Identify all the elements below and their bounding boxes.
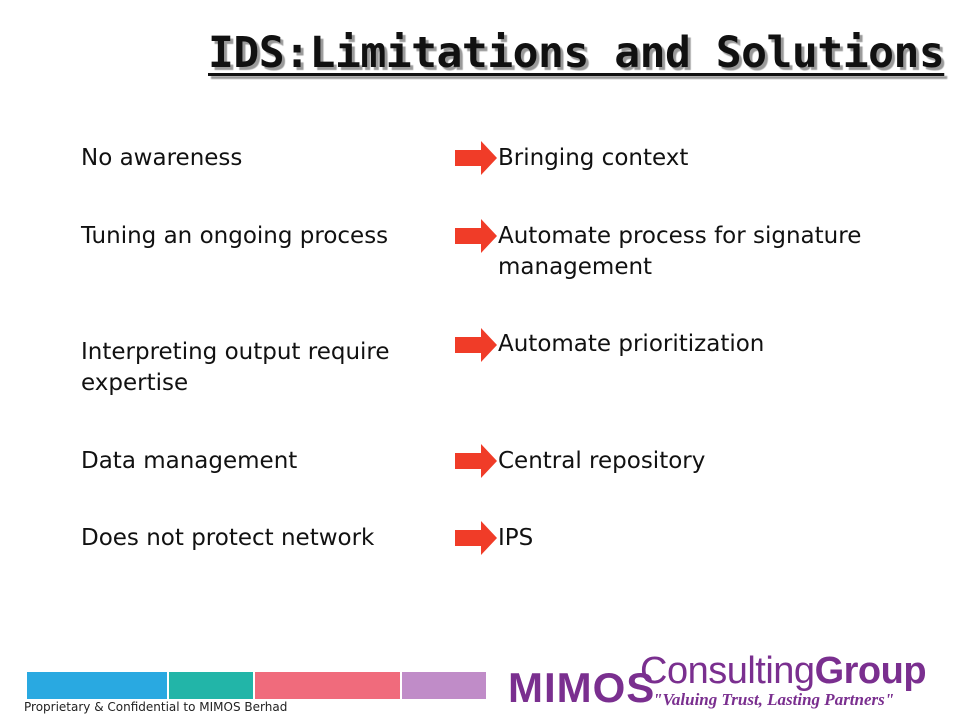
solution-text: IPS — [498, 525, 534, 551]
limitation-text: Does not protect network — [81, 525, 375, 551]
mimos-logo: MIMOS — [508, 664, 656, 711]
confidential-notice: Proprietary & Confidential to MIMOS Berh… — [24, 700, 288, 714]
logo-consulting-text: Consulting — [640, 650, 815, 692]
footer-bar-pink — [255, 672, 400, 699]
right-arrow-icon — [455, 219, 497, 253]
logo-group-text: Group — [814, 650, 927, 692]
logo-tagline: "Valuing Trust, Lasting Partners" — [653, 690, 895, 709]
consulting-group-logo: ConsultingGroup — [640, 650, 927, 693]
right-arrow-icon — [455, 141, 497, 175]
right-arrow-icon — [455, 444, 497, 478]
right-arrow-icon — [455, 328, 497, 362]
limitation-text: No awareness — [81, 145, 243, 171]
slide-title: IDS:Limitations and Solutions — [208, 28, 945, 78]
footer-bar-purple — [402, 672, 486, 699]
limitation-text: Interpreting output require expertise — [81, 339, 390, 396]
solution-text: Automate prioritization — [498, 331, 765, 357]
solution-text: Automate process for signature managemen… — [498, 223, 862, 280]
solution-text: Bringing context — [498, 145, 689, 171]
solution-text: Central repository — [498, 448, 706, 474]
limitation-text: Tuning an ongoing process — [81, 223, 389, 249]
right-arrow-icon — [455, 521, 497, 555]
limitation-text: Data management — [81, 448, 298, 474]
footer-bar-teal — [169, 672, 253, 699]
footer-bar-blue — [27, 672, 167, 699]
